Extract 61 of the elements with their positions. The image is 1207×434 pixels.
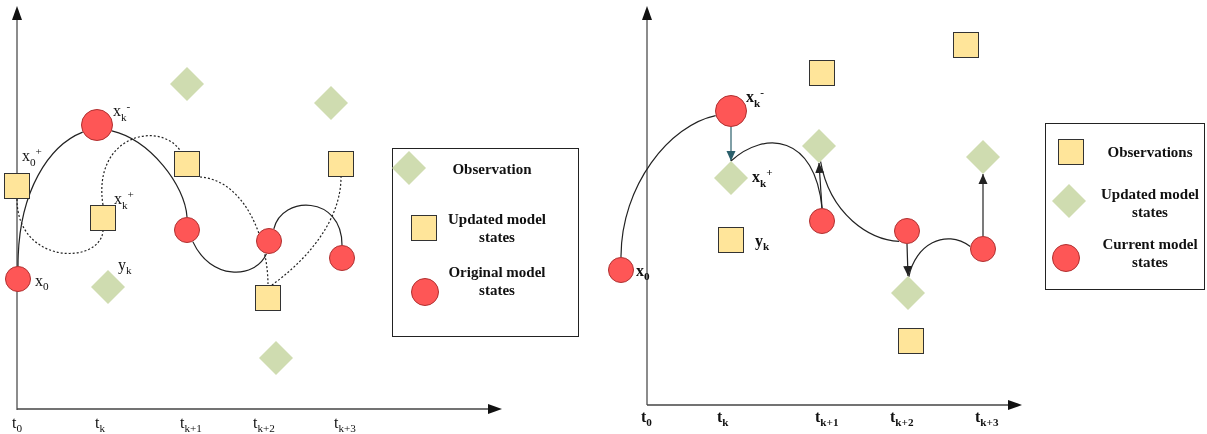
trajectory-curve	[819, 160, 900, 242]
trajectory-curve	[273, 204, 343, 246]
time-label: t$_{0}$	[641, 408, 652, 429]
square-marker	[953, 32, 979, 58]
trajectory-curve	[101, 135, 182, 206]
arrow	[815, 162, 825, 209]
trajectory-curve	[620, 115, 717, 258]
trajectory-curve	[17, 131, 84, 267]
square-marker	[718, 227, 744, 253]
state-circle	[809, 208, 835, 234]
state-circle	[174, 217, 200, 243]
diamond-marker	[714, 161, 748, 195]
legend-label: Original model states	[447, 263, 547, 299]
diamond-marker	[259, 341, 293, 375]
time-label: t$_{k+2}$	[253, 414, 275, 434]
legend-label: Current model states	[1101, 235, 1199, 271]
diamond-marker	[802, 129, 836, 163]
trajectory-curve	[199, 176, 269, 286]
time-label: t$_{0}$	[12, 414, 23, 434]
time-label: t$_{k+1}$	[180, 414, 202, 434]
state-circle	[81, 109, 113, 141]
trajectory-curve	[908, 238, 971, 278]
state-circle	[5, 266, 31, 292]
time-label: t$_{k+1}$	[815, 408, 839, 429]
state-circle	[256, 228, 282, 254]
state-circle	[329, 245, 355, 271]
diamond-marker	[314, 86, 348, 120]
time-label: t$_{k}$	[95, 414, 106, 434]
variable-label: y$_{k}$	[755, 232, 770, 253]
arrow	[903, 243, 913, 277]
time-label: t$_{k+3}$	[334, 414, 356, 434]
square-marker	[898, 328, 924, 354]
square-marker	[328, 151, 354, 177]
trajectory-curve	[111, 130, 188, 218]
legend-label: Observations	[1106, 143, 1194, 161]
arrow	[726, 126, 736, 162]
state-circle	[970, 236, 996, 262]
trajectory-curve	[271, 176, 342, 286]
time-label: t$_{k}$	[717, 408, 729, 429]
time-label: t$_{k+3}$	[975, 408, 999, 429]
state-circle	[894, 218, 920, 244]
legend-label: Observation	[451, 160, 533, 178]
variable-label: y$_{k}$	[118, 256, 132, 277]
legend-label: Updated model states	[1100, 185, 1200, 221]
trajectory-curve	[16, 198, 104, 255]
trajectory-curve	[192, 241, 268, 273]
state-circle	[715, 95, 747, 127]
square-marker	[255, 285, 281, 311]
legend-label: Updated model states	[447, 210, 547, 246]
arrow	[978, 173, 988, 237]
state-circle	[608, 257, 634, 283]
diamond-marker	[966, 140, 1000, 174]
square-marker	[4, 173, 30, 199]
time-label: t$_{k+2}$	[890, 408, 914, 429]
square-marker	[809, 60, 835, 86]
variable-label: x$_{0}$	[35, 272, 49, 293]
variable-label: x$_{0}$	[636, 262, 650, 283]
square-marker	[174, 151, 200, 177]
diamond-marker	[170, 67, 204, 101]
square-marker	[90, 205, 116, 231]
diamond-marker	[891, 276, 925, 310]
